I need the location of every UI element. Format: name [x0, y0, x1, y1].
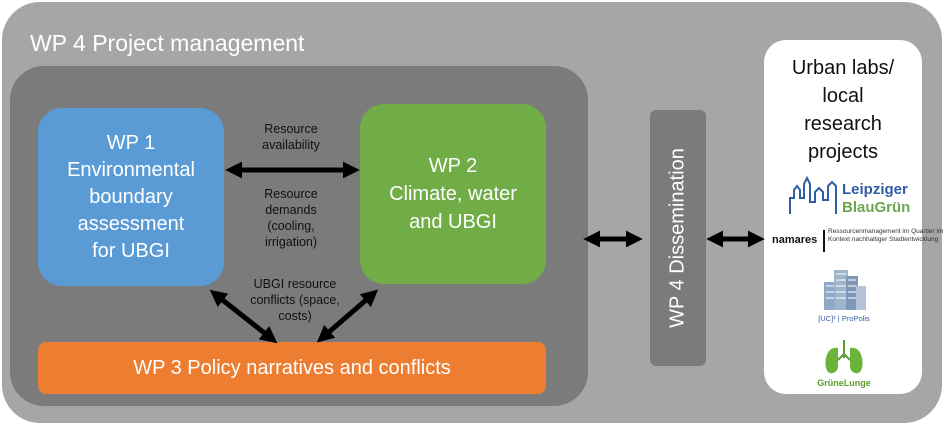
gruenelunge-label: GrüneLunge: [817, 378, 871, 388]
urban-title-line: local: [822, 85, 864, 107]
wp1-line: WP 1: [106, 131, 156, 154]
gruenelunge-logo: GrüneLunge: [804, 338, 884, 394]
namares-description: Ressourcenmanagement im Quartier im Kont…: [828, 228, 944, 243]
urban-title-line: research: [804, 113, 882, 135]
blaugruen-text: BlauGrün: [842, 199, 911, 216]
label-line: Resource: [264, 122, 318, 136]
urban-labs-panel: Urban labs/ local research projects Leip…: [764, 40, 943, 394]
label-line: irrigation): [264, 235, 318, 249]
label-line: costs): [278, 309, 312, 323]
arrow-wp1-wp3: [209, 289, 278, 344]
project-management-title: WP 4 Project management: [30, 30, 305, 56]
namares-logo: namares Ressourcenmanagement im Quartier…: [772, 228, 943, 256]
wp1-line: for UBGI: [92, 239, 170, 262]
wp1-box: WP 1 Environmental boundary assessment f…: [38, 108, 224, 286]
leipziger-blaugruen-logo: Leipziger BlauGrün: [788, 175, 918, 220]
label-line: availability: [262, 138, 320, 152]
wp2-line: WP 2: [428, 155, 478, 177]
building-cluster-icon: [824, 270, 866, 310]
label-line: Resource: [264, 187, 318, 201]
wp3-label: WP 3 Policy narratives and conflicts: [133, 356, 451, 379]
wp1-line: assessment: [77, 212, 185, 235]
wp2-box: WP 2 Climate, water and UBGI: [360, 104, 546, 284]
wp3-box: WP 3 Policy narratives and conflicts: [38, 342, 546, 394]
wp1-line: Environmental: [67, 158, 195, 181]
namares-word: namares: [772, 234, 818, 246]
wp4-dissemination-box: WP 4 Dissemination: [650, 110, 706, 366]
wp2-line: Climate, water: [389, 183, 517, 205]
urban-title-line: projects: [807, 141, 879, 163]
wp2-line: and UBGI: [409, 211, 497, 233]
label-line: (cooling,: [267, 219, 315, 233]
skyline-icon: [789, 175, 837, 214]
resource-demands-label: Resource demands (cooling, irrigation): [236, 186, 346, 250]
wp1-line: boundary: [89, 185, 173, 208]
arrow-wp2-wp3: [316, 289, 379, 343]
lungs-icon: [825, 340, 863, 374]
urban-labs-title: Urban labs/ local research projects: [764, 54, 922, 166]
urban-title-line: Urban labs/: [791, 57, 895, 79]
leipziger-text: Leipziger: [842, 181, 908, 198]
label-line: UBGI resource: [253, 277, 337, 291]
namares-divider: [823, 230, 825, 252]
propolis-label: [UC]² | ProPolis: [818, 314, 870, 323]
label-line: demands: [265, 203, 317, 217]
resource-availability-label: Resource availability: [236, 121, 346, 153]
propolis-logo: [UC]² | ProPolis: [794, 264, 894, 326]
